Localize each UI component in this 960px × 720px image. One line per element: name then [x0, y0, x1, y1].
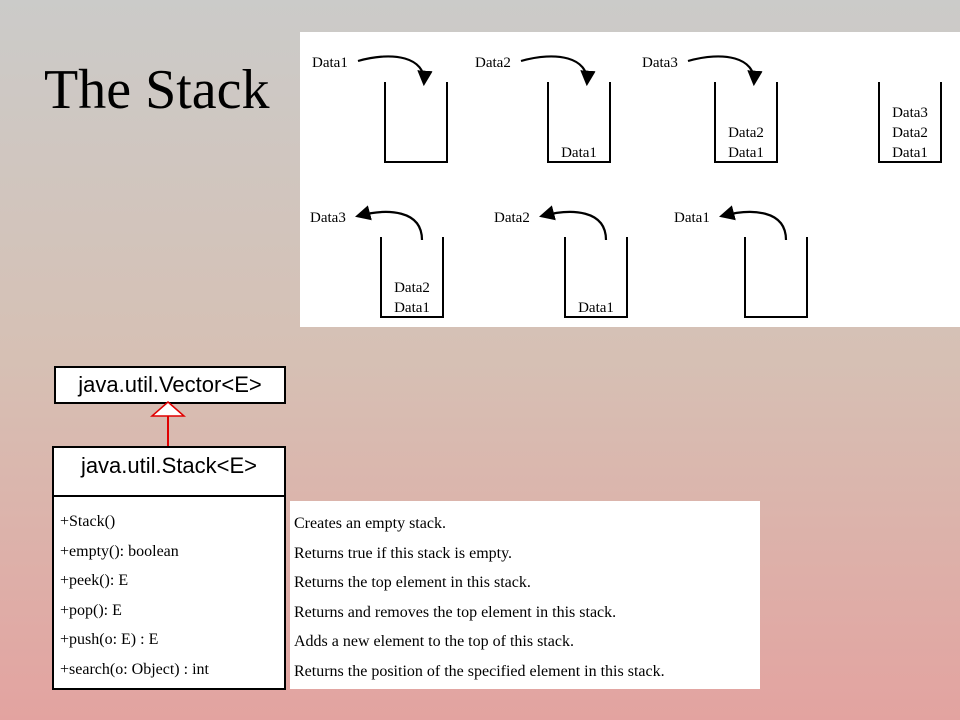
method-item: +pop(): E [60, 601, 122, 619]
push-stack-item: Data1 [728, 145, 764, 161]
push-arrow [520, 55, 596, 87]
pop-outgoing-label: Data2 [494, 210, 530, 226]
pop-stack-container [564, 237, 628, 318]
push-stack-container [384, 82, 448, 163]
push-stack-item: Data1 [892, 145, 928, 161]
method-item: +search(o: Object) : int [60, 660, 209, 678]
push-incoming-label: Data3 [642, 55, 678, 71]
description-item: Returns the position of the specified el… [294, 662, 665, 680]
description-item: Returns and removes the top element in t… [294, 603, 617, 621]
push-stack-item: Data2 [728, 125, 764, 141]
method-list: +Stack() +empty(): boolean +peek(): E +p… [54, 497, 284, 684]
stack-class-header: java.util.Stack<E> [54, 448, 284, 497]
pop-stack-item: Data1 [394, 300, 430, 316]
pop-stack-item: Data2 [394, 280, 430, 296]
stack-operations-diagram: Data1Data1Data2Data2Data1Data3Data3Data2… [310, 55, 942, 318]
description-item: Adds a new element to the top of this st… [294, 633, 574, 650]
push-stack-item: Data1 [561, 145, 597, 161]
slide-title: The Stack [44, 59, 270, 121]
push-stack-container [714, 82, 778, 163]
description-item: Returns true if this stack is empty. [294, 544, 513, 562]
pop-arrow [355, 205, 424, 241]
inheritance-arrowhead [150, 401, 186, 417]
push-arrow [357, 55, 433, 87]
pop-stack-container [380, 237, 444, 318]
push-arrow [687, 55, 763, 87]
push-incoming-label: Data1 [312, 55, 348, 71]
push-stack-container [547, 82, 611, 163]
pop-arrow [539, 205, 608, 241]
method-item: +push(o: E) : E [60, 631, 159, 648]
vector-class-name: java.util.Vector<E> [78, 372, 262, 397]
pop-outgoing-label: Data1 [674, 210, 710, 226]
pop-arrow [719, 205, 788, 241]
pop-stack-container [744, 237, 808, 318]
description-item: Creates an empty stack. [294, 515, 446, 532]
push-stack-item: Data3 [892, 105, 928, 121]
push-stack-container [878, 82, 942, 163]
pop-outgoing-label: Data3 [310, 210, 346, 226]
push-stack-item: Data2 [892, 125, 928, 141]
method-item: +peek(): E [60, 572, 129, 589]
pop-stack-item: Data1 [578, 300, 614, 316]
method-descriptions: Creates an empty stack. Returns true if … [290, 501, 760, 689]
push-incoming-label: Data2 [475, 55, 511, 71]
description-item: Returns the top element in this stack. [294, 574, 531, 591]
method-item: +Stack() [60, 513, 116, 530]
stack-class-box: java.util.Stack<E> +Stack() +empty(): bo… [52, 446, 286, 690]
inheritance-arrow [150, 401, 186, 446]
stack-class-name: java.util.Stack<E> [80, 453, 258, 478]
method-item: +empty(): boolean [60, 542, 179, 560]
